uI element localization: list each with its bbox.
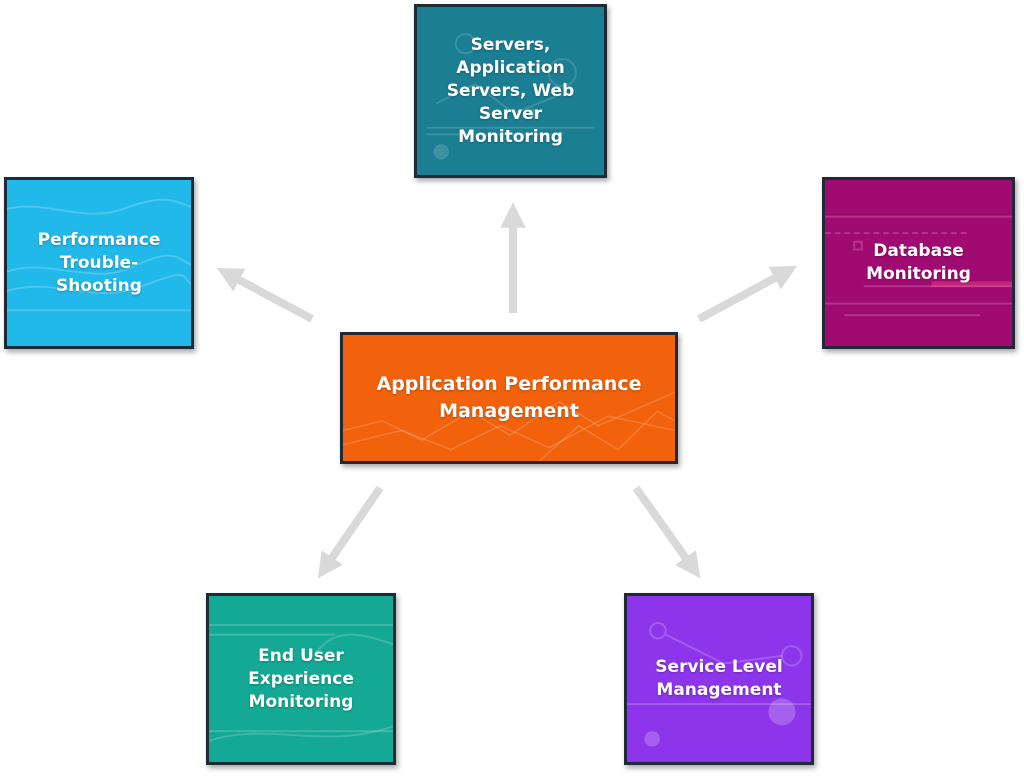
node-end-user-experience-monitoring: End User Experience Monitoring xyxy=(206,593,396,765)
label-line: Monitoring xyxy=(866,264,971,284)
label-line: Shooting xyxy=(56,275,142,296)
label-line: Database xyxy=(873,241,964,261)
node-server-monitoring: Servers, Application Servers, Web Server… xyxy=(414,4,607,178)
node-background xyxy=(417,7,604,175)
node-application-performance-management: Application Performance Management xyxy=(340,332,678,464)
node-background xyxy=(825,180,1012,346)
node-label: End User Experience Monitoring xyxy=(226,645,376,714)
arrow-to-bottom-right xyxy=(632,485,701,579)
label-line: Servers, Web xyxy=(446,80,575,101)
label-line: Trouble- xyxy=(59,252,139,273)
label-line: End User xyxy=(258,645,344,666)
label-line: Server xyxy=(478,103,543,124)
node-performance-troubleshooting: Performance Trouble- Shooting xyxy=(4,177,194,349)
node-label: Application Performance Management xyxy=(363,371,656,425)
node-label: Service Level Management xyxy=(637,656,800,702)
arrow-to-left xyxy=(216,267,314,323)
node-label: Database Monitoring xyxy=(848,240,989,286)
label-line: Monitoring xyxy=(458,126,563,147)
node-label: Servers, Application Servers, Web Server… xyxy=(431,34,591,149)
node-background xyxy=(209,596,393,762)
arrow-to-bottom-left xyxy=(317,485,384,579)
node-service-level-management: Service Level Management xyxy=(624,593,814,765)
node-background xyxy=(627,596,811,762)
node-database-monitoring: Database Monitoring xyxy=(822,177,1015,349)
label-line: Application xyxy=(456,57,565,78)
label-line: Management xyxy=(656,680,782,700)
label-line: Management xyxy=(439,400,579,422)
label-line: Servers, xyxy=(470,34,551,55)
node-background xyxy=(7,180,191,346)
label-line: Monitoring xyxy=(248,691,354,712)
label-line: Service Level xyxy=(655,657,783,677)
label-line: Performance xyxy=(37,229,161,250)
label-line: Experience xyxy=(248,668,354,689)
node-label: Performance Trouble- Shooting xyxy=(18,229,181,298)
label-line: Application Performance xyxy=(376,373,642,395)
node-background xyxy=(343,335,675,461)
arrow-to-right xyxy=(697,265,798,323)
